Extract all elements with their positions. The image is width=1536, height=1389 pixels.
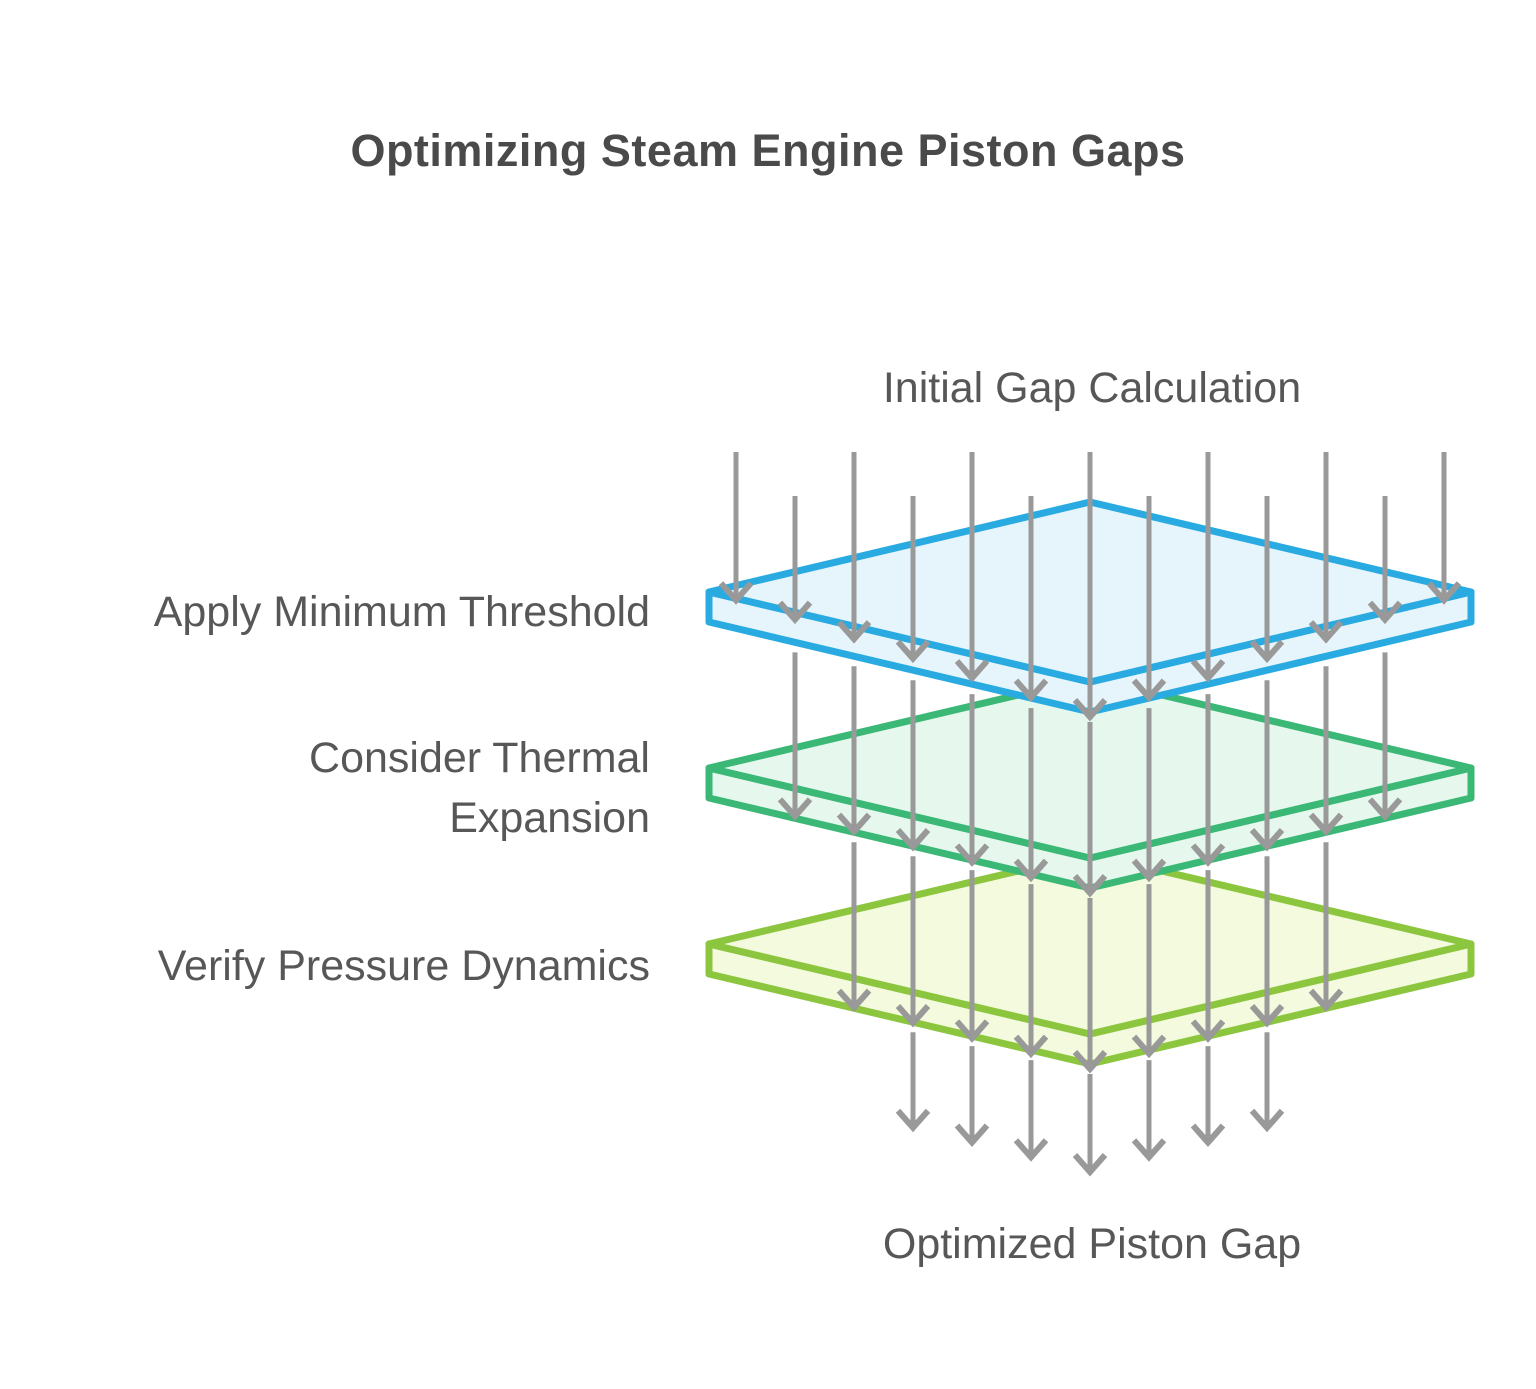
arrow-set-4 <box>895 1032 1285 1177</box>
flow-arrow-head <box>1131 858 1167 883</box>
flow-arrow-head <box>718 581 754 605</box>
input-step-label: Initial Gap Calculation <box>882 364 1302 412</box>
arrow-set-1 <box>718 452 1462 722</box>
flow-arrow-head <box>1131 1138 1167 1162</box>
flow-arrow-head <box>1367 600 1403 625</box>
layer-label-consider-thermal-expansion: Consider Thermal Expansion <box>309 734 650 842</box>
flow-arrow-head <box>1367 797 1403 821</box>
flow-arrow-head <box>895 1003 931 1028</box>
flow-arrow-head <box>954 1019 990 1043</box>
flow-arrow-head <box>836 812 872 837</box>
flow-arrow-head <box>954 1123 990 1148</box>
flow-arrow-head <box>777 600 813 625</box>
flow-arrow-head <box>836 620 872 644</box>
flow-arrow-head <box>1072 1153 1108 1177</box>
flow-arrow-head <box>1013 678 1049 703</box>
flow-arrow-head <box>954 659 990 683</box>
flow-arrow-head <box>1308 620 1344 644</box>
arrow-set-3 <box>836 842 1344 1074</box>
flow-arrow-head <box>1013 1138 1049 1162</box>
flow-arrow-head <box>1249 827 1285 852</box>
flow-arrow-head <box>1013 1034 1049 1059</box>
flow-arrow-head <box>836 988 872 1013</box>
flow-arrow-head <box>1190 843 1226 867</box>
flow-arrow-head <box>1308 812 1344 837</box>
flow-arrow-head <box>1249 1003 1285 1028</box>
flow-arrow-head <box>1013 858 1049 883</box>
flow-arrow-head <box>1131 1034 1167 1059</box>
layer-label-verify-pressure-dynamics: Verify Pressure Dynamics <box>157 942 650 990</box>
flow-arrow-head <box>1190 659 1226 683</box>
flow-arrow-head <box>777 797 813 821</box>
flow-arrow-head <box>895 639 931 664</box>
layer-label-apply-minimum-threshold: Apply Minimum Threshold <box>153 588 650 636</box>
flow-arrow-head <box>1072 1050 1108 1074</box>
flow-arrow-head <box>1249 639 1285 664</box>
flow-arrow-head <box>1308 988 1344 1013</box>
flow-arrow-head <box>1131 678 1167 703</box>
flow-arrow-head <box>1249 1108 1285 1133</box>
flow-arrow-head <box>895 1108 931 1133</box>
output-step-label: Optimized Piston Gap <box>882 1220 1302 1268</box>
flow-arrow-head <box>954 843 990 867</box>
flow-arrow-head <box>1190 1123 1226 1148</box>
arrow-set-2 <box>777 652 1403 898</box>
flow-arrow-head <box>1072 874 1108 898</box>
flow-arrow-head <box>1426 581 1462 605</box>
flow-arrow-head <box>1072 698 1108 722</box>
flow-arrow-head <box>1190 1019 1226 1043</box>
diagram-title: Optimizing Steam Engine Piston Gaps <box>350 125 1186 176</box>
flow-arrow-head <box>895 827 931 852</box>
